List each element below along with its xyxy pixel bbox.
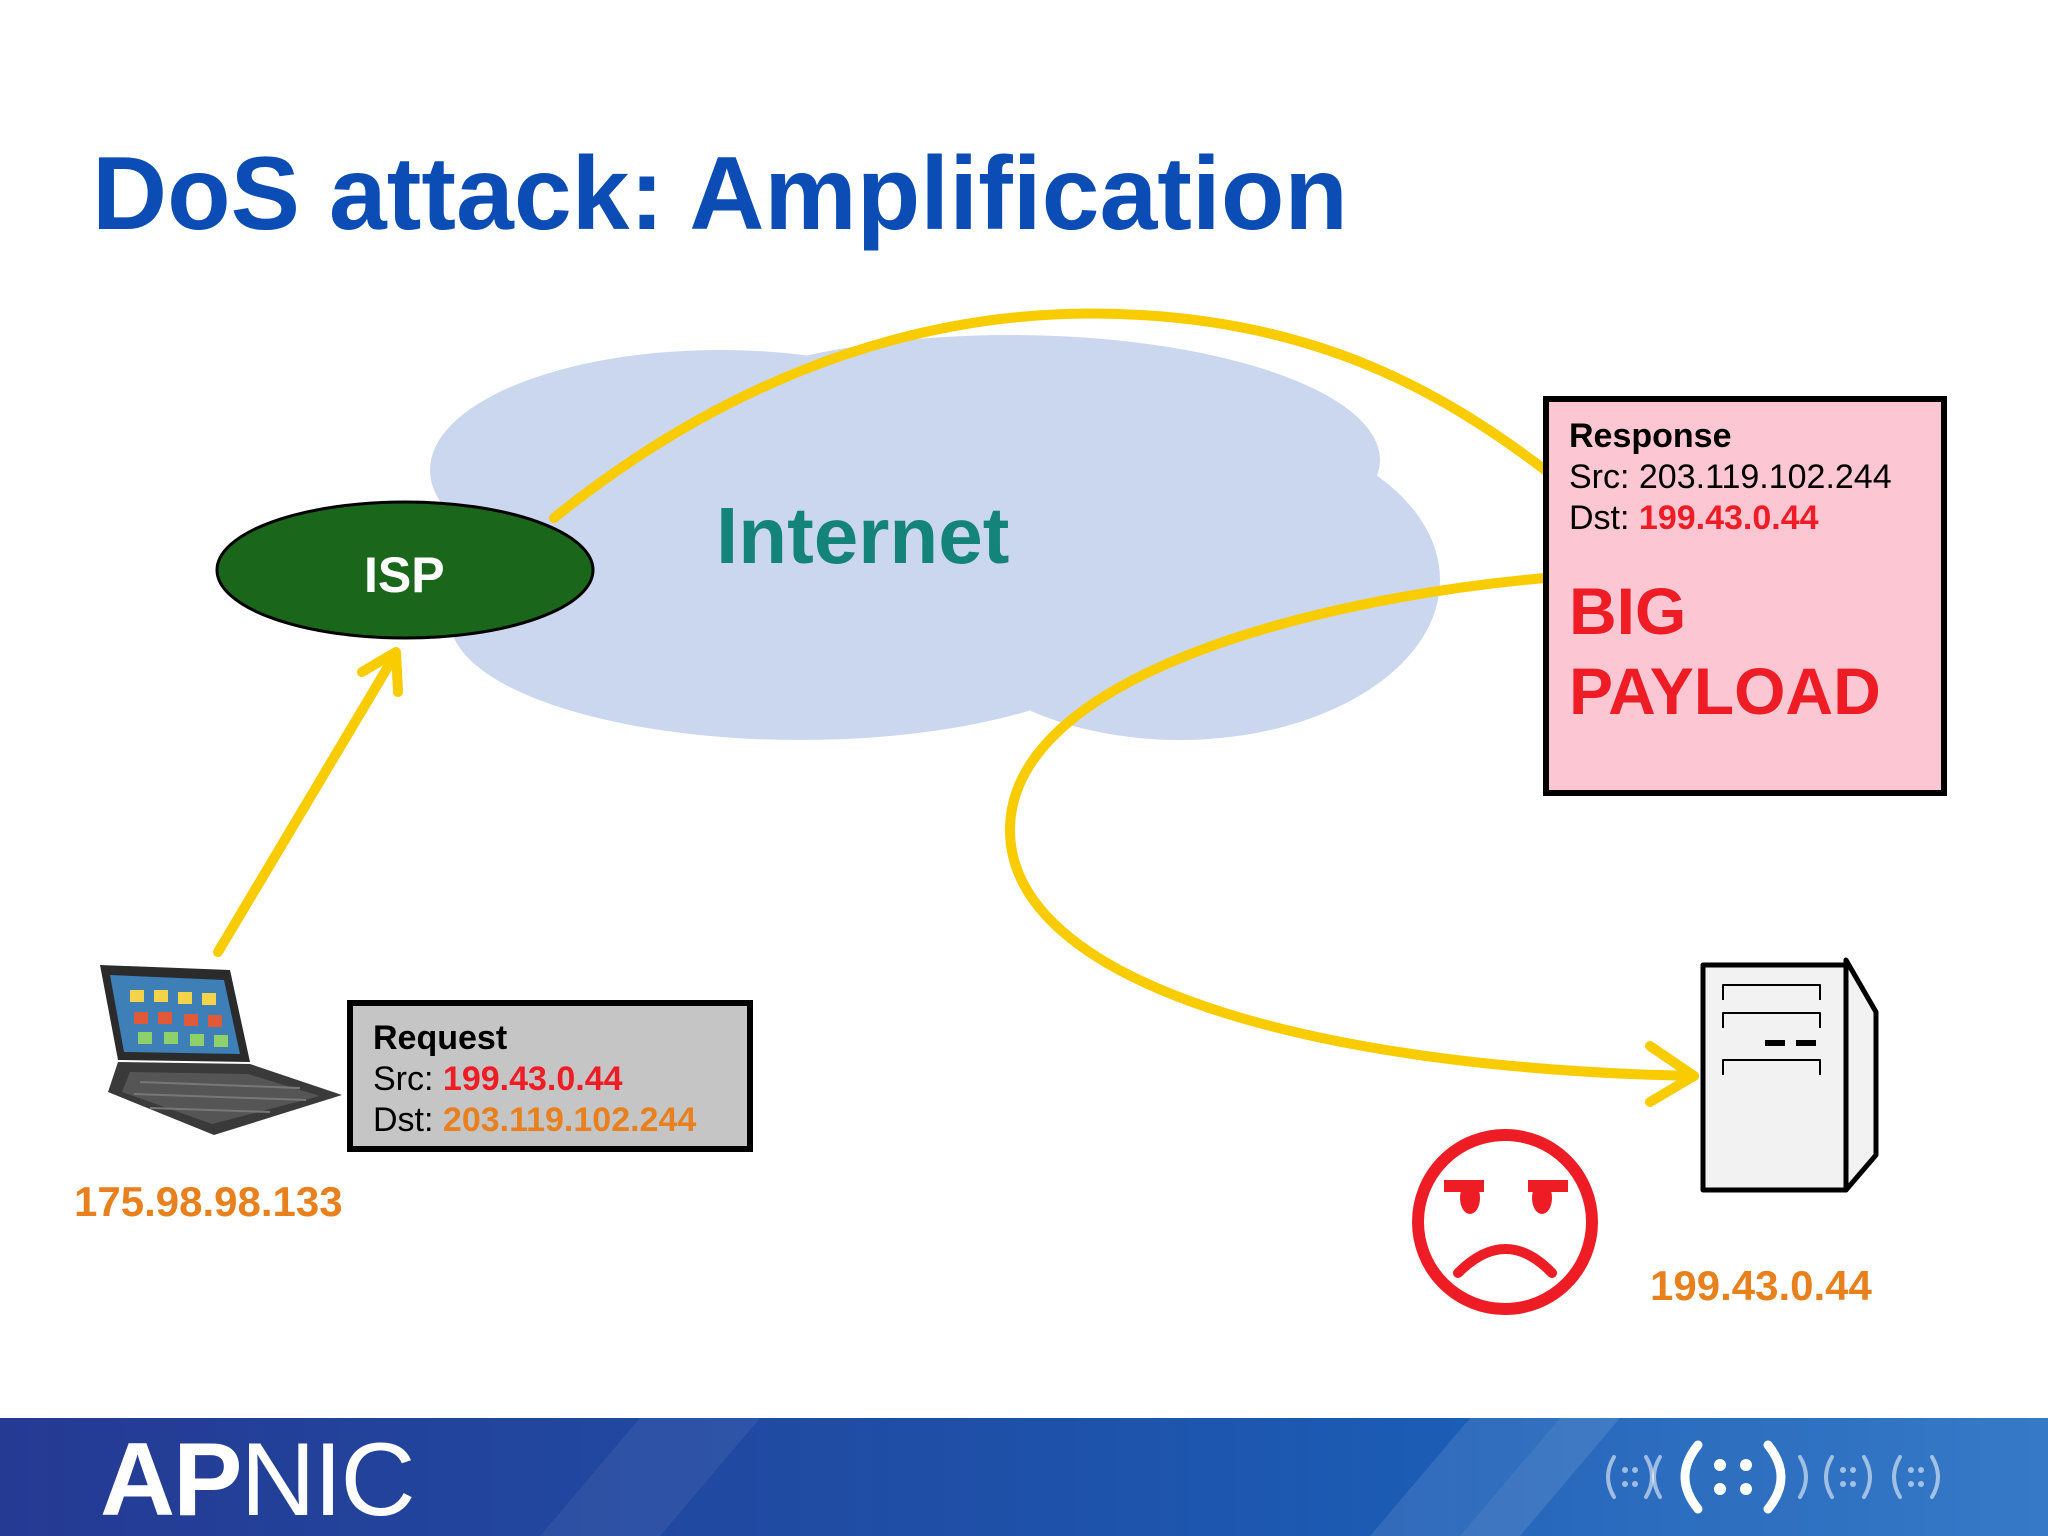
isp-node	[215, 500, 595, 640]
apnic-logo-nic: NIC	[240, 1422, 415, 1536]
apnic-logo-ap: AP	[100, 1422, 242, 1536]
response-src: Src: 203.119.102.244	[1569, 458, 1892, 496]
server-tower-icon	[1700, 957, 1879, 1193]
isp-to-resolver-curve	[549, 308, 1550, 523]
footer-bar: APNIC	[0, 1418, 2048, 1536]
attacker-ip: 175.98.98.133	[74, 1178, 343, 1225]
response-arrow-head	[1645, 1041, 1699, 1107]
slide-title: DoS attack: Amplification	[92, 136, 1348, 252]
response-dst: Dst: 199.43.0.44	[1569, 498, 1921, 539]
footer-decoration	[540, 1418, 2048, 1536]
request-heading: Request	[373, 1019, 508, 1057]
reflected-response-curve	[1005, 573, 1699, 1081]
request-src-value: 199.43.0.44	[442, 1060, 623, 1098]
tablet-keyboard-icon	[100, 965, 342, 1135]
request-arrow-line	[213, 655, 397, 957]
payload-line-2: PAYLOAD	[1569, 654, 1881, 728]
response-heading: Response	[1569, 417, 1732, 455]
request-dst-label: Dst:	[373, 1101, 443, 1139]
internet-label: Internet	[716, 491, 1010, 580]
request-src: Src: 199.43.0.44	[373, 1059, 727, 1100]
request-dst-value: 203.119.102.244	[442, 1101, 697, 1139]
request-dst: Dst: 203.119.102.244	[373, 1100, 727, 1141]
ipv6-network-icon	[1606, 1440, 1940, 1514]
payload-line-1: BIG	[1569, 574, 1687, 648]
response-dst-value: 199.43.0.44	[1638, 499, 1819, 537]
request-arrow-head	[357, 647, 403, 697]
sad-face-icon	[1412, 1129, 1598, 1315]
isp-label: ISP	[364, 547, 445, 603]
traffic-arrows	[213, 308, 1699, 1107]
request-src-label: Src:	[373, 1060, 443, 1098]
response-dst-label: Dst:	[1569, 499, 1639, 537]
victim-ip: 199.43.0.44	[1650, 1262, 1872, 1309]
apnic-logo: APNIC	[100, 1428, 416, 1532]
request-packet: Request Src: 199.43.0.44 Dst: 203.119.10…	[347, 1000, 753, 1152]
response-packet: Response Src: 203.119.102.244 Dst: 199.4…	[1543, 396, 1947, 796]
big-payload-label: BIG PAYLOAD	[1569, 571, 1921, 731]
